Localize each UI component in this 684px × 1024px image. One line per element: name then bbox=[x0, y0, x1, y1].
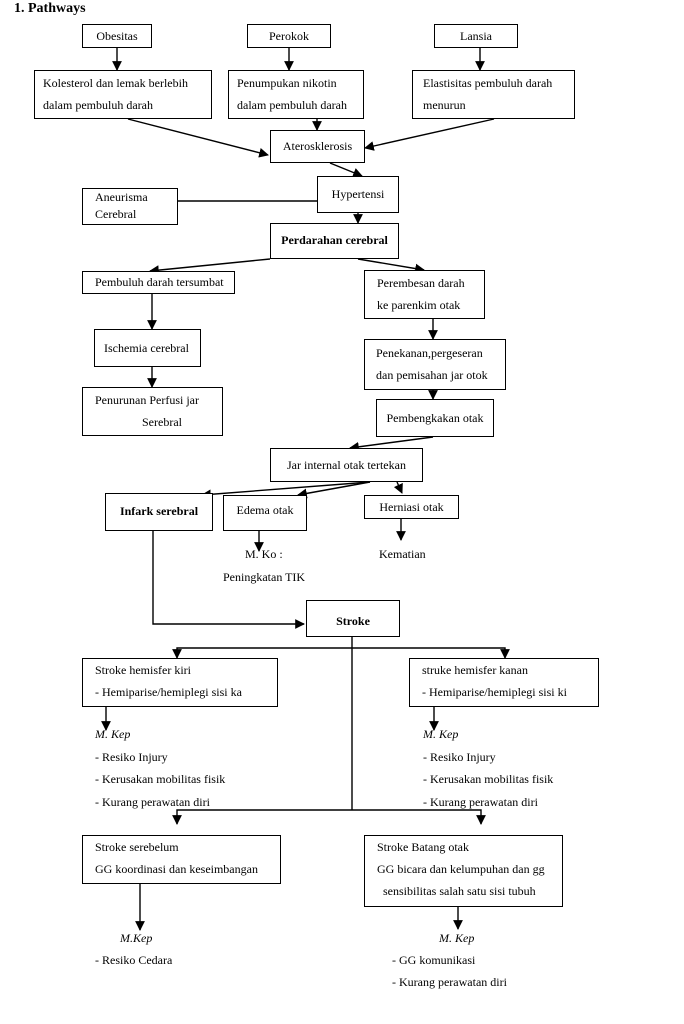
mkep-br-label: M. Kep bbox=[439, 931, 475, 945]
node-hemisfer-kiri: Stroke hemisfer kiri - Hemiparise/hemipl… bbox=[82, 658, 278, 707]
edge-stroke-serebelum bbox=[172, 809, 352, 825]
node-kolesterol: Kolesterol dan lemak berlebih dalam pemb… bbox=[34, 70, 212, 119]
mkep-br-item: - GG komunikasi bbox=[392, 953, 476, 967]
edge-stroke-hemisfer-kanan bbox=[352, 647, 510, 659]
node-hipertensi: Hypertensi bbox=[317, 176, 399, 213]
node-nikotin: Penumpukan nikotin dalam pembuluh darah bbox=[228, 70, 364, 119]
mkep-br-item: - Kurang perawatan diri bbox=[392, 975, 507, 989]
mkep-left-item: - Resiko Injury bbox=[95, 750, 168, 764]
edge-jar-infark bbox=[201, 481, 371, 500]
edge-elastisitas-ateros bbox=[364, 118, 495, 151]
mkep-right-item: - Kurang perawatan diri bbox=[423, 795, 538, 809]
edge-jar-edema bbox=[297, 481, 371, 499]
node-ischemia: Ischemia cerebral bbox=[94, 329, 201, 367]
edge-perdarahan-perembesan bbox=[357, 258, 425, 274]
page-title: 1. Pathways bbox=[14, 1, 86, 16]
edge-infark-stroke bbox=[152, 531, 305, 629]
node-pembengkakan: Pembengkakan otak bbox=[376, 399, 494, 437]
node-obesitas: Obesitas bbox=[82, 24, 152, 48]
node-infark: Infark serebral bbox=[105, 493, 213, 531]
node-edema: Edema otak bbox=[223, 495, 307, 531]
mkep-bl-item: - Resiko Cedara bbox=[95, 953, 173, 967]
mkep-left-item: - Kerusakan mobilitas fisik bbox=[95, 772, 226, 786]
mkep-right-label: M. Kep bbox=[423, 727, 459, 741]
node-elastisitas: Elastisitas pembuluh darah menurun bbox=[412, 70, 575, 119]
mkep-right-item: - Resiko Injury bbox=[423, 750, 496, 764]
node-aneurisma: Aneurisma Cerebral bbox=[82, 188, 178, 225]
node-aterosklerosis: Aterosklerosis bbox=[270, 130, 365, 163]
edge-perdarahan-tersumbat bbox=[149, 258, 271, 275]
node-stroke: Stroke bbox=[306, 600, 400, 637]
node-penekanan: Penekanan,pergeseran dan pemisahan jar o… bbox=[364, 339, 506, 390]
node-perembesan: Perembesan darah ke parenkim otak bbox=[364, 270, 485, 319]
node-hemisfer-kanan: struke hemisfer kanan - Hemiparise/hemip… bbox=[409, 658, 599, 707]
node-perdarahan: Perdarahan cerebral bbox=[270, 223, 399, 259]
edge-kolesterol-ateros bbox=[127, 118, 269, 158]
node-perokok: Perokok bbox=[247, 24, 331, 48]
node-jar-internal: Jar internal otak tertekan bbox=[270, 448, 423, 482]
node-herniasi: Herniasi otak bbox=[364, 495, 459, 519]
node-batang-otak: Stroke Batang otak GG bicara dan kelumpu… bbox=[364, 835, 563, 907]
node-penurunan: Penurunan Perfusi jar Serebral bbox=[82, 387, 223, 436]
edge-jar-herniasi bbox=[393, 481, 403, 494]
mko-label: M. Ko : bbox=[245, 547, 283, 561]
node-tersumbat: Pembuluh darah tersumbat bbox=[82, 271, 235, 294]
edge-pembengkakan-jar bbox=[349, 436, 434, 452]
edge-ateros-hipertensi bbox=[329, 162, 363, 178]
node-serebelum: Stroke serebelum GG koordinasi dan kesei… bbox=[82, 835, 281, 884]
edge-stroke-batang bbox=[352, 809, 486, 825]
mkep-bl-label: M.Kep bbox=[120, 931, 153, 945]
mkep-left-label: M. Kep bbox=[95, 727, 131, 741]
peningkatan-tik-label: Peningkatan TIK bbox=[223, 570, 306, 584]
mkep-left-item: - Kurang perawatan diri bbox=[95, 795, 210, 809]
edge-stroke-hemisfer-kiri bbox=[172, 647, 352, 659]
mkep-right-item: - Kerusakan mobilitas fisik bbox=[423, 772, 554, 786]
kematian-label: Kematian bbox=[379, 547, 426, 561]
node-lansia: Lansia bbox=[434, 24, 518, 48]
